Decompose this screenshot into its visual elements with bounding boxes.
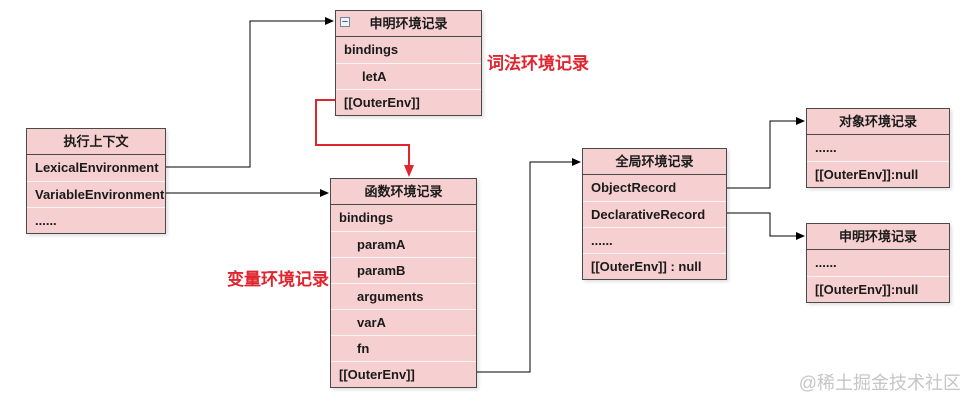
collapse-icon[interactable]: − bbox=[340, 16, 350, 28]
connector-outerenv-red-to-function bbox=[315, 99, 414, 177]
row-outerenv-null: [[OuterEnv]]:null bbox=[807, 161, 949, 187]
row-ellipsis: ...... bbox=[815, 140, 837, 155]
declarative-env-right-box: 申明环境记录 ...... [[OuterEnv]]:null bbox=[806, 223, 950, 303]
row-paramb: paramB bbox=[331, 257, 476, 283]
function-env-box: 函数环境记录 bindings paramA paramB arguments … bbox=[330, 178, 477, 388]
global-env-box: 全局环境记录 ObjectRecord DeclarativeRecord ..… bbox=[582, 148, 727, 280]
execution-context-title: 执行上下文 bbox=[27, 129, 165, 155]
connector-objectrecord-to-object-env bbox=[727, 117, 805, 189]
row-outerenv-null: [[OuterEnv]] : null bbox=[583, 253, 726, 279]
row-fn: fn bbox=[331, 335, 476, 361]
global-env-title: 全局环境记录 bbox=[583, 149, 726, 175]
row-outerenv: [[OuterEnv]] bbox=[331, 361, 476, 387]
object-env-box: 对象环境记录 ...... [[OuterEnv]]:null bbox=[806, 108, 950, 188]
object-env-title: 对象环境记录 bbox=[807, 109, 949, 135]
row-ellipsis: ...... bbox=[27, 207, 165, 233]
row-outerenv-null: [[OuterEnv]]:null bbox=[807, 276, 949, 302]
declarative-env-top-box: − 申明环境记录 bindings letA [[OuterEnv]] bbox=[335, 10, 482, 116]
connector-declarativerecord-to-declarative-env bbox=[727, 212, 805, 240]
declarative-env-right-title: 申明环境记录 bbox=[807, 224, 949, 250]
connector-function-outerenv-to-global bbox=[477, 158, 581, 373]
row-bindings: bindings bbox=[339, 210, 394, 225]
execution-context-box: 执行上下文 LexicalEnvironment VariableEnviron… bbox=[26, 128, 166, 234]
row-leta: letA bbox=[336, 63, 481, 89]
function-env-title: 函数环境记录 bbox=[331, 179, 476, 205]
watermark: @稀土掘金技术社区 bbox=[798, 373, 961, 393]
row-ellipsis: ...... bbox=[583, 227, 726, 253]
row-arguments: arguments bbox=[331, 283, 476, 309]
row-vara: varA bbox=[331, 309, 476, 335]
connector-lexicalenvironment-to-declarative bbox=[166, 17, 334, 168]
row-ellipsis: ...... bbox=[815, 255, 837, 270]
row-lexicalenvironment: LexicalEnvironment bbox=[35, 160, 159, 175]
row-declarativerecord: DeclarativeRecord bbox=[583, 201, 726, 227]
row-objectrecord: ObjectRecord bbox=[591, 180, 677, 195]
row-variableenvironment: VariableEnvironment bbox=[27, 181, 165, 207]
row-bindings: bindings bbox=[344, 42, 399, 57]
declarative-env-top-title: 申明环境记录 bbox=[369, 16, 448, 31]
lexical-env-annotation: 词法环境记录 bbox=[487, 54, 589, 73]
row-outerenv: [[OuterEnv]] bbox=[336, 89, 481, 115]
variable-env-annotation: 变量环境记录 bbox=[227, 270, 329, 289]
row-parama: paramA bbox=[331, 231, 476, 257]
declarative-env-top-header: − 申明环境记录 bbox=[336, 11, 481, 37]
